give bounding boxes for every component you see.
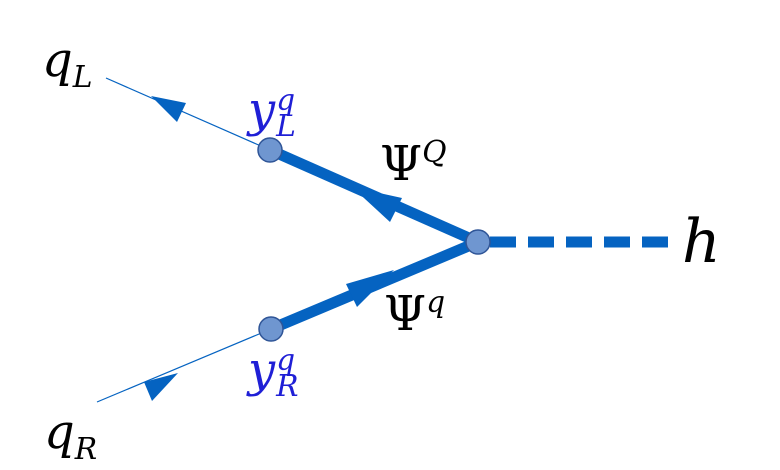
label-q-right-sub: R (74, 431, 98, 467)
label-psi-lower: Ψq (384, 287, 445, 338)
label-yukawa-right-sub: R (276, 368, 299, 404)
q-right-arrow-icon (144, 373, 178, 401)
label-yukawa-left-base: y (248, 82, 276, 138)
q-left-arrow-icon (151, 96, 186, 122)
label-yukawa-left-sub: L (276, 108, 296, 144)
label-psi-upper-sup: Q (422, 134, 447, 170)
label-higgs: h (682, 207, 721, 277)
label-q-right: qR (44, 408, 97, 464)
psi-lower-arrow-icon (346, 270, 394, 307)
label-q-left-base: q (42, 32, 73, 88)
q-left-line (105, 77, 271, 151)
label-q-left-sub: L (72, 59, 93, 95)
label-q-left: qL (42, 36, 93, 92)
label-psi-lower-base: Ψ (384, 286, 427, 342)
label-psi-upper-base: Ψ (380, 136, 423, 192)
label-yukawa-left-sup: q (276, 83, 296, 119)
q-right-line (96, 328, 272, 403)
label-psi-lower-sup: q (426, 284, 446, 320)
label-psi-upper: ΨQ (380, 137, 446, 188)
vertex-yukawa-right (258, 316, 284, 342)
label-yukawa-left: y q L (248, 83, 296, 144)
vertex-higgs (465, 229, 491, 255)
label-yukawa-right-base: y (248, 342, 276, 398)
label-yukawa-right: y q R (248, 343, 299, 404)
label-q-right-base: q (44, 404, 75, 460)
vertex-yukawa-left (257, 137, 283, 163)
label-yukawa-right-sup: q (276, 343, 296, 379)
psi-upper-arrow-icon (352, 187, 402, 222)
